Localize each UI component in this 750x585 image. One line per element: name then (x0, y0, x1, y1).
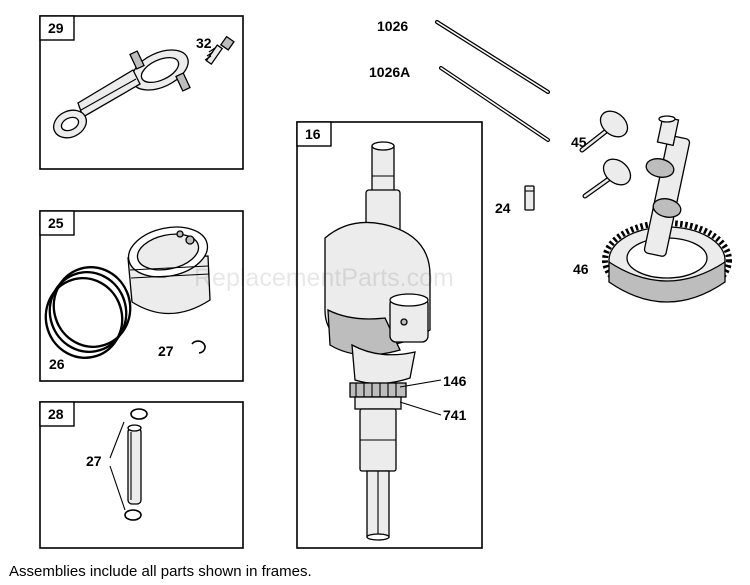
key-icon (524, 185, 535, 211)
frame-28-label: 28 (48, 406, 64, 422)
retainer-clip-icon (191, 340, 206, 354)
callout-27-frame-25: 27 (158, 343, 174, 359)
connecting-rod-icon (52, 49, 191, 139)
callout-1026: 1026 (377, 18, 408, 34)
callout-1026a: 1026A (369, 64, 410, 80)
push-rod-icon (435, 20, 550, 94)
retainer-clip-icon (124, 408, 148, 521)
push-rod-icon (439, 66, 550, 142)
watermark: ReplacementParts.com (194, 264, 454, 292)
callout-27-frame-28: 27 (86, 453, 102, 469)
frame-28: 28 27 (39, 401, 244, 549)
callout-45: 45 (571, 134, 587, 150)
piston-rings-icon (44, 265, 132, 360)
valve-icon (579, 110, 629, 153)
callout-46: 46 (573, 261, 589, 277)
frame-16: 16 (296, 121, 483, 549)
callout-24: 24 (495, 200, 511, 216)
camshaft-gear-icon (602, 115, 732, 303)
piston-pin-icon (127, 424, 142, 505)
crankshaft-icon (324, 141, 431, 541)
frame-25-label: 25 (48, 215, 64, 231)
caption: Assemblies include all parts shown in fr… (9, 563, 312, 580)
callout-741: 741 (443, 407, 467, 423)
bolt-icon (204, 35, 235, 65)
frame-25: 25 26 27 (39, 210, 244, 382)
callout-146: 146 (443, 373, 467, 389)
callout-26: 26 (49, 356, 65, 372)
frame-29-label: 29 (48, 20, 64, 36)
frame-16-label: 16 (305, 126, 321, 142)
valve-icon (582, 158, 632, 199)
callout-32: 32 (196, 35, 212, 51)
piston-icon (127, 226, 211, 315)
frame-29: 29 32 (39, 15, 244, 170)
